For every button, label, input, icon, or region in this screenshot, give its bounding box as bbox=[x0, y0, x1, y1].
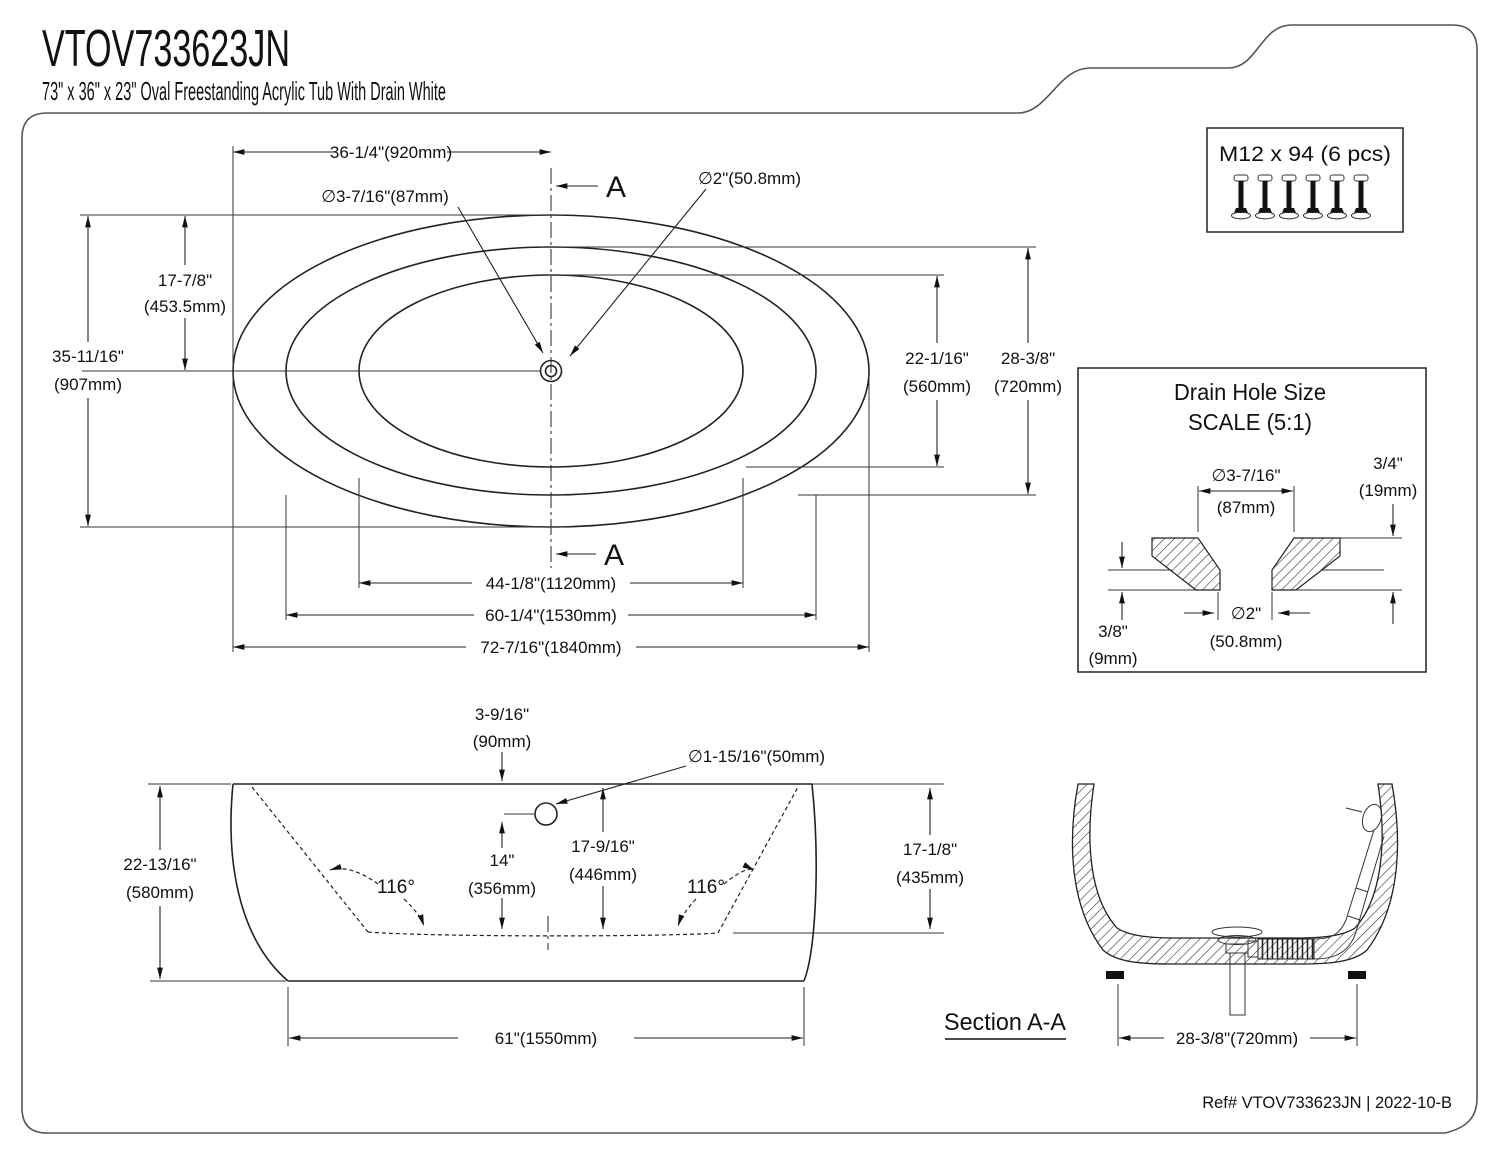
footer-reference: Ref# VTOV733623JN | 2022-10-B bbox=[1202, 1094, 1452, 1112]
drain-detail-title: Drain Hole Size bbox=[1174, 379, 1326, 405]
drain-profile-right bbox=[1271, 537, 1341, 591]
angle-right: 116° bbox=[687, 877, 725, 898]
section-wall bbox=[1071, 783, 1399, 965]
front-view: ∅1-15/16"(50mm) 3-9/16" (90mm) 14" (356m… bbox=[123, 705, 964, 1048]
overflow-hole bbox=[534, 802, 558, 826]
dim-right-depth-mm: (435mm) bbox=[896, 868, 964, 887]
title-block: VTOV733623JN 73" x 36" x 23" Oval Freest… bbox=[42, 20, 446, 106]
leader-drain-outer-diameter: ∅2"(50.8mm) bbox=[698, 169, 801, 188]
dim-height-in: 22-13/16" bbox=[123, 855, 196, 874]
leader-overflow-diameter: ∅1-15/16"(50mm) bbox=[688, 747, 825, 766]
section-marker-bottom: A bbox=[604, 539, 624, 572]
feet bbox=[1106, 971, 1366, 979]
dim-base-width: 61"(1550mm) bbox=[495, 1029, 597, 1048]
dim-inner-width: 44-1/8"(1120mm) bbox=[486, 574, 616, 593]
dim-length-in: 35-11/16" bbox=[52, 347, 124, 366]
leader-drain-diameter: ∅3-7/16"(87mm) bbox=[321, 187, 449, 206]
drain-profile-lines bbox=[1108, 486, 1402, 620]
dim-half-width: 36-1/4"(920mm) bbox=[330, 143, 452, 162]
dim-half-length-in: 17-7/8" bbox=[158, 271, 212, 290]
dim-mid-length-mm: (720mm) bbox=[994, 377, 1062, 396]
section-label: Section A-A bbox=[944, 1009, 1066, 1036]
extension-lines-section bbox=[1117, 984, 1358, 1046]
dim-height-mm: (580mm) bbox=[126, 883, 194, 902]
dim-inner-length-mm: (560mm) bbox=[903, 377, 971, 396]
dim-drain-left-in: 3/8" bbox=[1098, 622, 1128, 641]
extension-lines-front bbox=[148, 783, 944, 1046]
drain-profile-left bbox=[1151, 537, 1221, 591]
dim-inner-depth-mm: (446mm) bbox=[569, 865, 637, 884]
section-marker-top: A bbox=[606, 171, 626, 204]
extension-lines bbox=[80, 146, 1036, 652]
dim-overflow-offset-mm: (90mm) bbox=[473, 732, 532, 751]
model-number: VTOV733623JN bbox=[42, 20, 290, 78]
drain-assembly bbox=[1211, 803, 1385, 1016]
top-view: 36-1/4"(920mm) A A ∅3-7/16"(87mm) ∅2"(50… bbox=[52, 143, 1062, 657]
dim-length-mm: (907mm) bbox=[54, 375, 122, 394]
dim-overall-width: 72-7/16"(1840mm) bbox=[480, 638, 621, 657]
dim-drain-hole-in: ∅2" bbox=[1231, 604, 1261, 623]
dim-drain-right-in: 3/4" bbox=[1373, 454, 1403, 473]
dim-drain-top-mm: (87mm) bbox=[1217, 498, 1276, 517]
hardware-label: M12 x 94 (6 pcs) bbox=[1219, 143, 1391, 166]
product-description: 73" x 36" x 23" Oval Freestanding Acryli… bbox=[42, 76, 446, 106]
dim-drain-hole-mm: (50.8mm) bbox=[1210, 632, 1283, 651]
dim-overflow-offset-in: 3-9/16" bbox=[475, 705, 529, 724]
dim-overflow-height-in: 14" bbox=[490, 851, 515, 870]
dim-drain-top-in: ∅3-7/16" bbox=[1211, 466, 1280, 485]
dim-inner-length-in: 22-1/16" bbox=[905, 349, 969, 368]
dim-mid-length-in: 28-3/8" bbox=[1001, 349, 1055, 368]
dim-section-base-width: 28-3/8"(720mm) bbox=[1176, 1029, 1298, 1048]
bolt-icons bbox=[1231, 174, 1371, 220]
dim-right-depth-in: 17-1/8" bbox=[903, 840, 957, 859]
interior-profile bbox=[251, 786, 799, 950]
dim-overflow-height-mm: (356mm) bbox=[468, 879, 536, 898]
dim-inner-depth-in: 17-9/16" bbox=[571, 837, 635, 856]
angle-left: 116° bbox=[377, 877, 415, 898]
dim-drain-left-mm: (9mm) bbox=[1088, 649, 1137, 668]
drain-detail-scale: SCALE (5:1) bbox=[1188, 409, 1312, 435]
hardware-box: M12 x 94 (6 pcs) bbox=[1206, 127, 1404, 233]
dim-half-length-mm: (453.5mm) bbox=[144, 297, 226, 316]
dim-mid-width: 60-1/4"(1530mm) bbox=[485, 606, 617, 625]
drain-detail-box: Drain Hole Size SCALE (5:1) ∅3-7/16" (87… bbox=[1077, 367, 1427, 673]
section-view: 28-3/8"(720mm) Section A-A bbox=[944, 783, 1399, 1048]
sheet-border bbox=[21, 24, 1478, 1134]
dim-drain-right-mm: (19mm) bbox=[1359, 481, 1418, 500]
